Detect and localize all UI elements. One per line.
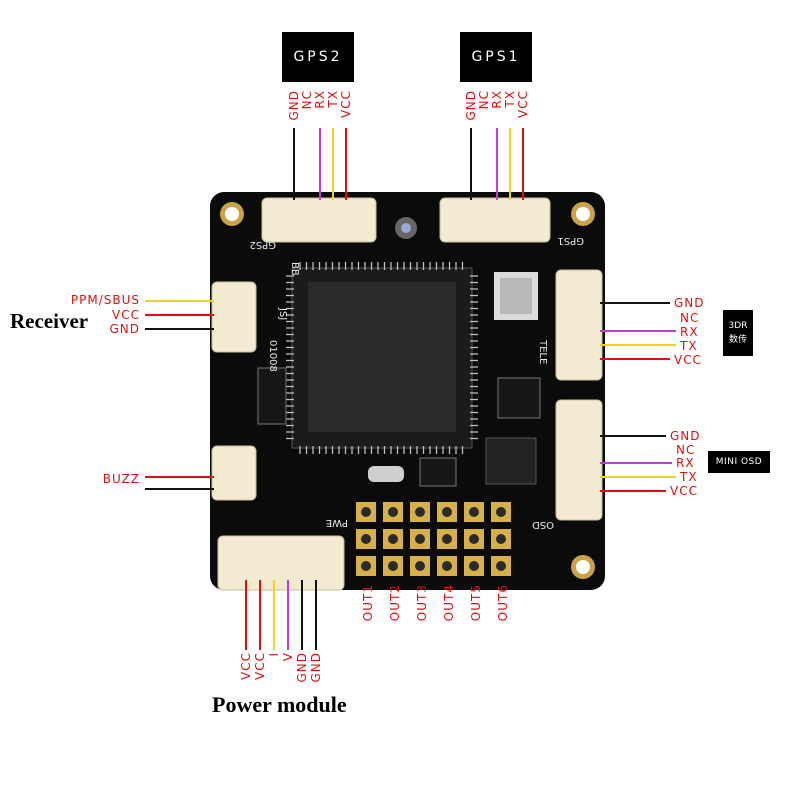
gps1-tag: GPS1 xyxy=(460,32,532,82)
header-pad-hole xyxy=(469,561,479,571)
out2-label: OUT2 xyxy=(388,584,402,622)
wires xyxy=(145,128,676,650)
header-pad-hole xyxy=(361,534,371,544)
gps1-pin-nc: NC xyxy=(477,90,491,110)
osd-pin-nc: NC xyxy=(676,443,696,457)
osd-pin-rx: RX xyxy=(676,456,695,470)
out1-label: OUT1 xyxy=(361,584,375,622)
power-pin-gnd-2: GND xyxy=(309,652,323,683)
gps1-pin-gnd: GND xyxy=(464,90,478,121)
connectors xyxy=(211,197,603,591)
gps2-pin-tx: TX xyxy=(326,90,340,108)
buzzer-pin: BUZZ xyxy=(102,472,140,486)
header-pad-hole xyxy=(388,507,398,517)
header-pad-hole xyxy=(415,507,425,517)
header-pad-hole xyxy=(361,507,371,517)
header-pad-hole xyxy=(388,561,398,571)
silk-pwr: PWE xyxy=(326,517,348,528)
header-pad-hole xyxy=(361,561,371,571)
telemetry-pin-gnd: GND xyxy=(674,296,705,310)
power-pin-vcc-2: VCC xyxy=(253,652,267,680)
header-pad-hole xyxy=(442,534,452,544)
header-pad-hole xyxy=(415,534,425,544)
power-pin-v: V xyxy=(281,652,295,662)
header-pad-hole xyxy=(496,534,506,544)
gps1-pin-tx: TX xyxy=(503,90,517,108)
telemetry-pin-nc: NC xyxy=(680,311,700,325)
out5-label: OUT5 xyxy=(469,584,483,622)
header-pad-hole xyxy=(442,561,452,571)
telemetry-3dr-tag: 3DR 数传 xyxy=(723,310,753,356)
out6-label: OUT6 xyxy=(496,584,510,622)
telemetry-pin-tx: TX xyxy=(680,339,698,353)
gps1-pin-vcc: VCC xyxy=(516,90,530,118)
gps2-pin-vcc: VCC xyxy=(339,90,353,118)
board-components xyxy=(257,217,541,487)
header-pad-hole xyxy=(469,507,479,517)
servo-output-header xyxy=(356,502,511,576)
header-pad-hole xyxy=(415,561,425,571)
header-pad-hole xyxy=(496,507,506,517)
silk-tele: TELE xyxy=(537,339,548,364)
silk-osd: OSD xyxy=(532,519,554,530)
header-pad-hole xyxy=(469,534,479,544)
out4-label: OUT4 xyxy=(442,584,456,622)
power-pin-gnd-1: GND xyxy=(295,652,309,683)
header-pad-hole xyxy=(388,534,398,544)
osd-pin-gnd: GND xyxy=(670,429,701,443)
power-pin-i: I xyxy=(267,652,281,657)
gps2-pin-nc: NC xyxy=(300,90,314,110)
silkscreen: GPS2 GPS1 PWE OSD JSJ 01008 TELE BB xyxy=(250,235,585,530)
mcu-chip xyxy=(286,262,478,454)
silk-chip-text-2: 01008 xyxy=(267,340,278,372)
gps2-tag: GPS2 xyxy=(282,32,354,82)
osd-pin-tx: TX xyxy=(680,470,698,484)
power-pin-vcc-1: VCC xyxy=(239,652,253,680)
telemetry-tag-line2: 数传 xyxy=(728,335,747,345)
receiver-pin-ppm-sbus: PPM/SBUS xyxy=(70,293,140,307)
gps2-pin-rx: RX xyxy=(313,90,327,109)
silk-bb: BB xyxy=(289,262,300,276)
telemetry-pin-rx: RX xyxy=(680,325,699,339)
receiver-pin-vcc: VCC xyxy=(112,308,140,322)
telemetry-pin-vcc: VCC xyxy=(674,353,702,367)
header-pad-hole xyxy=(496,561,506,571)
receiver-title: Receiver xyxy=(10,309,89,333)
power-module-title: Power module xyxy=(212,692,347,717)
receiver-pin-gnd: GND xyxy=(109,322,140,336)
out3-label: OUT3 xyxy=(415,584,429,622)
osd-pin-vcc: VCC xyxy=(670,484,698,498)
header-pad-hole xyxy=(442,507,452,517)
silk-chip-text-1: JSJ xyxy=(277,307,288,320)
silk-gps2: GPS2 xyxy=(250,239,277,250)
gps2-pin-gnd: GND xyxy=(287,90,301,121)
telemetry-tag-line1: 3DR xyxy=(728,321,748,331)
mini-osd-tag: MINI OSD xyxy=(708,451,770,473)
gps1-pin-rx: RX xyxy=(490,90,504,109)
silk-gps1: GPS1 xyxy=(558,235,585,246)
